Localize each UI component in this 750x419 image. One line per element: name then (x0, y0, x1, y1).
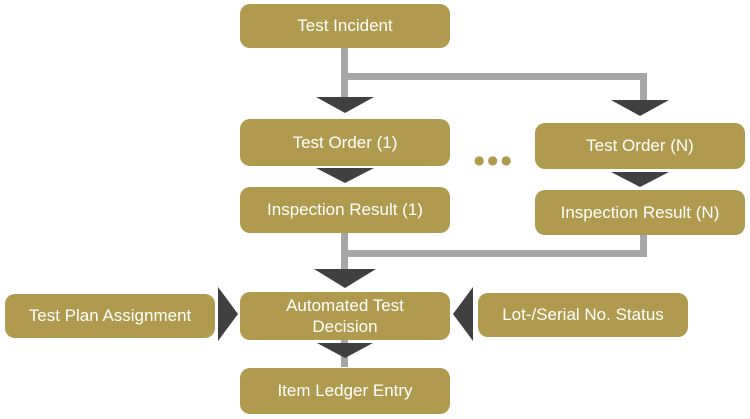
node-inspection-result-1: Inspection Result (1) (240, 187, 450, 233)
node-item-ledger-entry-label: Item Ledger Entry (277, 381, 413, 401)
connector-merge-horizontal (341, 250, 647, 257)
node-test-incident-label: Test Incident (297, 16, 393, 36)
node-inspection-result-n: Inspection Result (N) (535, 190, 745, 235)
node-inspection-result-1-label: Inspection Result (1) (267, 200, 423, 220)
arrowhead-to-test-order-1-icon (316, 97, 374, 113)
arrowhead-to-inspection-1-icon (316, 168, 374, 183)
node-test-plan-assignment-label: Test Plan Assignment (28, 306, 192, 326)
connector-inspectionN-down (640, 233, 647, 257)
node-lot-serial-no-status-label: Lot-/Serial No. Status (502, 305, 664, 325)
node-test-order-1-label: Test Order (1) (292, 132, 398, 152)
arrowhead-to-item-ledger-icon (317, 343, 373, 358)
node-test-incident: Test Incident (240, 4, 450, 48)
arrowhead-to-test-order-n-icon (611, 100, 669, 116)
node-test-order-1: Test Order (1) (240, 119, 450, 166)
connector-branch-right-down (640, 73, 647, 104)
node-automated-test-decision-label: Automated Test Decision (286, 295, 404, 336)
node-lot-serial-no-status: Lot-/Serial No. Status (478, 293, 688, 337)
arrowhead-to-decision-icon (314, 269, 376, 288)
connector-branch-horizontal (341, 73, 647, 80)
node-test-order-n: Test Order (N) (535, 123, 745, 169)
node-inspection-result-n-label: Inspection Result (N) (560, 202, 720, 222)
node-automated-test-decision: Automated Test Decision (240, 292, 450, 340)
arrowhead-from-test-plan-icon (218, 287, 238, 341)
arrowhead-to-inspection-n-icon (611, 172, 669, 187)
arrowhead-from-lot-serial-icon (453, 287, 473, 341)
node-test-order-n-label: Test Order (N) (586, 136, 694, 156)
node-test-plan-assignment: Test Plan Assignment (5, 294, 215, 338)
node-item-ledger-entry: Item Ledger Entry (240, 368, 450, 414)
branch-ellipsis-icon: ●●● (474, 153, 515, 167)
